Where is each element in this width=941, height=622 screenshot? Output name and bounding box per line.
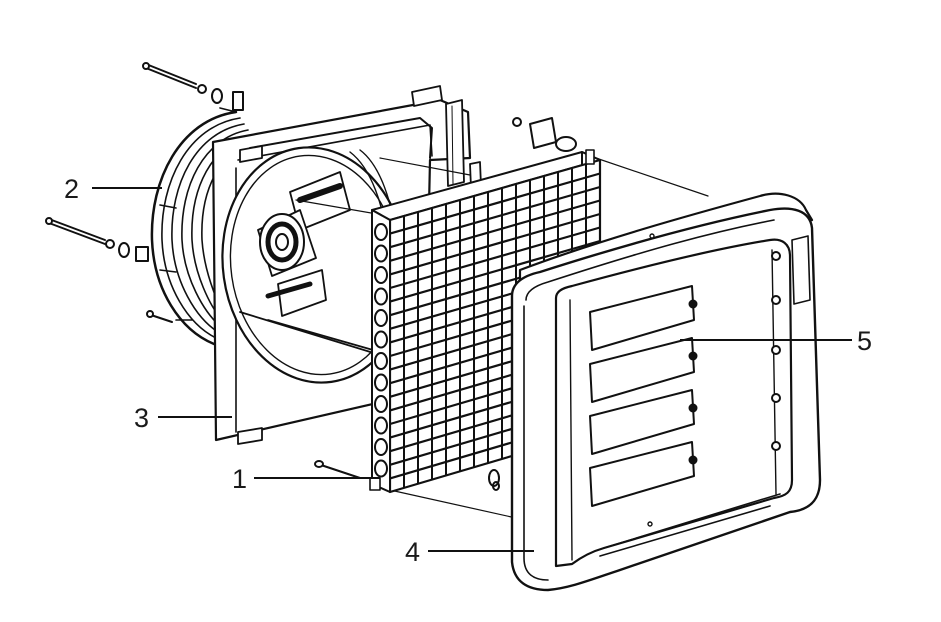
coil-tube-end — [374, 287, 388, 306]
callout-number-4: 4 — [405, 537, 420, 567]
coil-tube-end — [374, 266, 388, 284]
callout-1: 1 — [232, 464, 380, 494]
coil-tube-end — [374, 352, 388, 370]
coil-tube-end — [374, 373, 388, 392]
mounting-screws-lower — [45, 217, 173, 323]
louver-blade — [589, 389, 695, 455]
coil-fin-horizontal — [389, 185, 601, 249]
fan-motor — [239, 171, 391, 359]
coil-fin-horizontal — [389, 212, 601, 276]
frame-hole — [771, 295, 781, 305]
louver-pivot — [688, 351, 698, 361]
louver-pivot — [688, 403, 698, 413]
louver-blade — [589, 441, 695, 507]
callout-number-1: 1 — [232, 464, 247, 494]
louver-blade — [589, 337, 695, 403]
front-frame — [488, 192, 822, 592]
louvers — [589, 285, 698, 507]
frame-hole — [771, 251, 781, 261]
coil-tube-end — [374, 438, 388, 456]
callout-5: 5 — [680, 326, 872, 356]
coil-tube-end — [374, 330, 388, 349]
coil-tube-end — [374, 459, 388, 478]
coil-tube-end — [374, 244, 388, 263]
callout-number-2: 2 — [64, 174, 79, 204]
callout-number-3: 3 — [134, 403, 149, 433]
louver-pivot — [688, 299, 698, 309]
frame-hole — [771, 393, 781, 403]
frame-hole — [771, 441, 781, 451]
coil-tube-end — [374, 395, 388, 413]
callout-3: 3 — [134, 403, 232, 433]
coil-tube-end — [374, 223, 388, 241]
frame-hole — [771, 345, 781, 355]
louver-pivot — [688, 455, 698, 465]
coil-tube-end — [374, 309, 388, 327]
coil-fin-horizontal — [389, 226, 601, 290]
mounting-screws-upper — [142, 62, 244, 111]
coil-fin-horizontal — [389, 199, 601, 262]
callout-number-5: 5 — [857, 326, 872, 356]
coil-tube-end — [374, 416, 388, 435]
coil-fin-horizontal — [389, 172, 601, 235]
coil-tube-ends — [374, 223, 388, 478]
frame-screw-holes — [771, 251, 781, 451]
louver-blade — [589, 285, 695, 351]
callout-4: 4 — [405, 537, 534, 567]
coil-fin-horizontal — [389, 239, 601, 303]
callout-2: 2 — [64, 174, 162, 204]
